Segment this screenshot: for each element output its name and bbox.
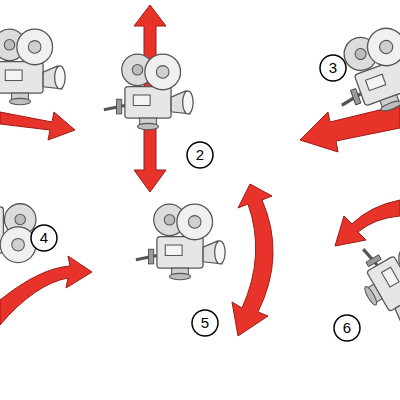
callout-number: 3 [320,55,346,81]
callout-number: 2 [187,142,213,168]
camera-3 [300,19,400,152]
callout-number: 5 [192,310,218,336]
callout-circles [31,55,360,341]
camera-5 [136,184,273,336]
callout-number: 6 [334,315,360,341]
camera-1 [0,29,75,140]
camera-2 [104,5,193,192]
camera-4 [0,186,92,325]
callout-number: 4 [31,225,57,251]
